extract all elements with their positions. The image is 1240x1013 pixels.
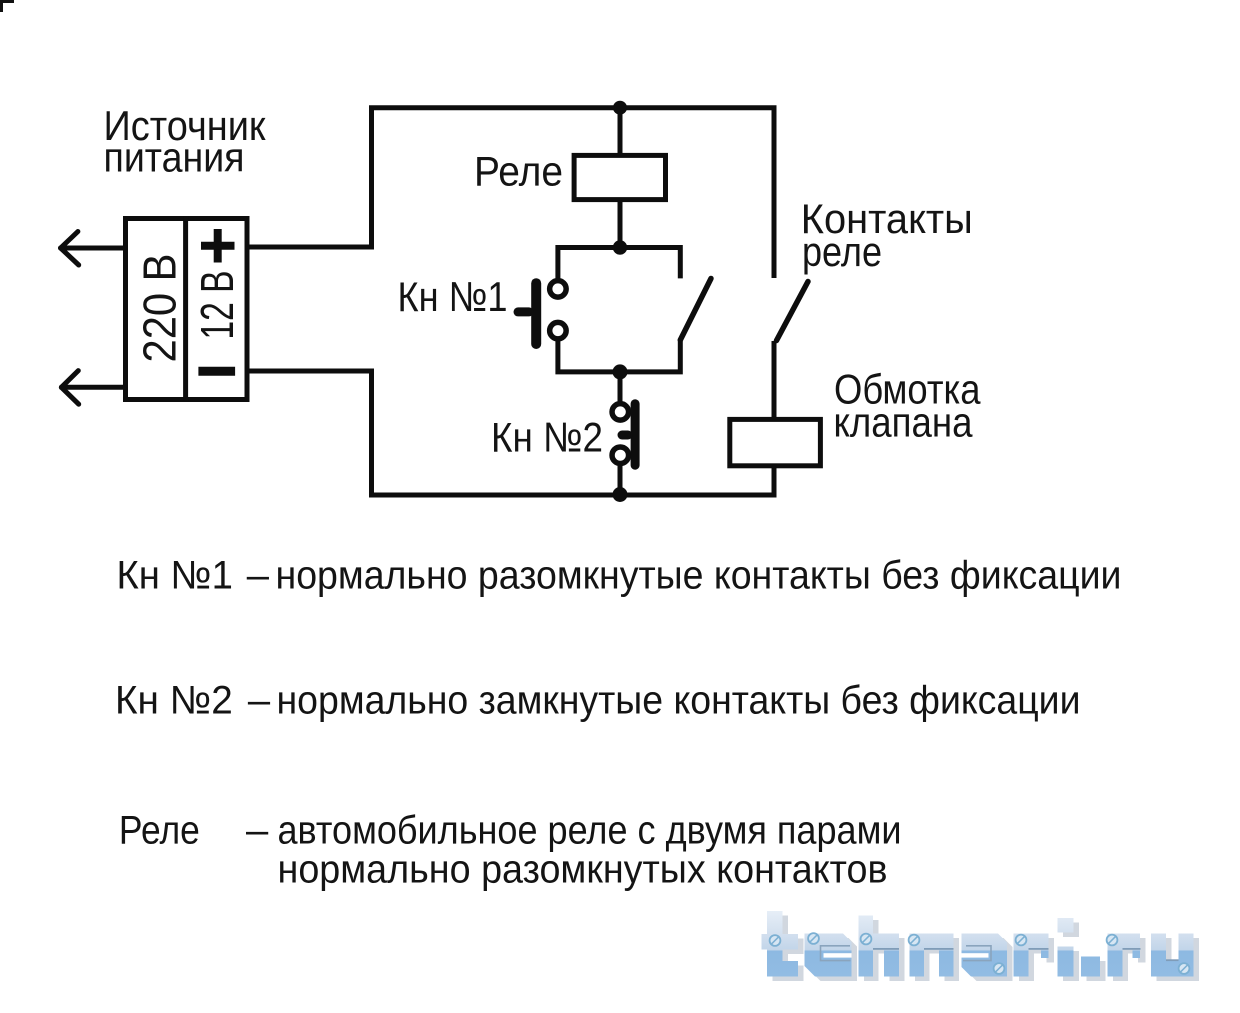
svg-text:Обмотка: Обмотка	[834, 365, 981, 412]
svg-text:Кн №1: Кн №1	[117, 554, 233, 598]
svg-text:220 В: 220 В	[134, 254, 186, 363]
svg-text:Реле: Реле	[119, 809, 200, 853]
svg-text:нормально замкнутые контакты б: нормально замкнутые контакты без фиксаци…	[277, 679, 1081, 723]
svg-text:12 В: 12 В	[191, 271, 243, 340]
svg-text:Контакты: Контакты	[801, 195, 973, 242]
svg-text:Реле: Реле	[474, 147, 563, 194]
svg-text:автомобильное реле с двумя пар: автомобильное реле с двумя парами	[278, 809, 902, 853]
svg-text:реле: реле	[802, 228, 882, 275]
svg-text:–: –	[248, 679, 271, 723]
svg-text:клапана: клапана	[834, 398, 974, 445]
svg-text:Источник: Источник	[104, 102, 267, 149]
svg-text:–: –	[246, 809, 269, 853]
svg-text:Кн №2: Кн №2	[115, 679, 233, 723]
svg-text:Кн №1: Кн №1	[398, 273, 508, 320]
svg-text:нормально разомкнутые контакты: нормально разомкнутые контакты без фикса…	[276, 554, 1122, 598]
svg-text:питания: питания	[104, 134, 245, 181]
svg-text:Кн №2: Кн №2	[491, 413, 603, 460]
svg-text:–: –	[247, 554, 270, 598]
svg-text:нормально разомкнутых контакто: нормально разомкнутых контактов	[278, 848, 888, 892]
